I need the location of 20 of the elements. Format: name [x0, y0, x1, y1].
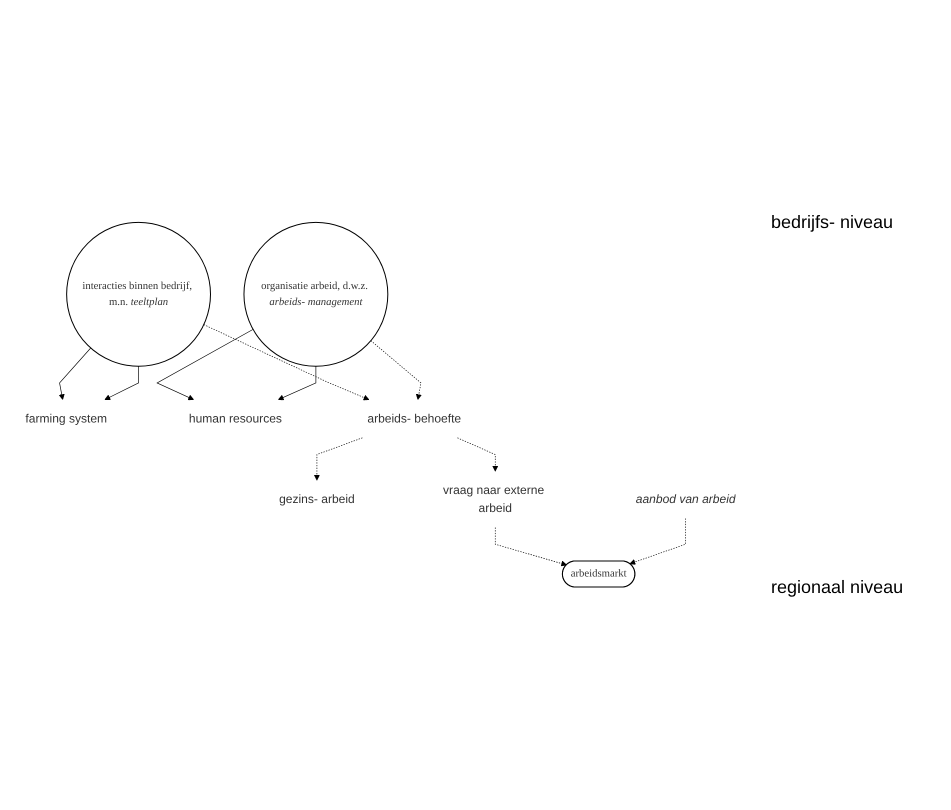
node-circle: interacties binnen bedrijf, m.n. teeltplan [66, 222, 211, 368]
node-text: vraag naar externe arbeid [443, 484, 544, 516]
arrow [156, 329, 254, 400]
arrow [370, 340, 422, 400]
node-text: aanbod van arbeid [636, 492, 736, 506]
level-label: bedrijfs- niveau [771, 212, 894, 233]
arrow [494, 527, 567, 567]
node-text: human resources [188, 412, 282, 426]
arrow [457, 438, 498, 472]
arrow [278, 366, 316, 400]
arrow [203, 324, 370, 401]
arrow [58, 348, 92, 400]
level-label: regionaal niveau [771, 577, 904, 598]
node-circle: organisatie arbeid, d.w.z. arbeids- management [243, 222, 388, 368]
arrow [104, 366, 139, 400]
arrow [630, 518, 686, 566]
node-text: farming system [25, 412, 108, 426]
node-text: gezins- arbeid [279, 492, 355, 506]
arrow [314, 438, 363, 481]
node-text: arbeids- behoefte [367, 412, 462, 426]
